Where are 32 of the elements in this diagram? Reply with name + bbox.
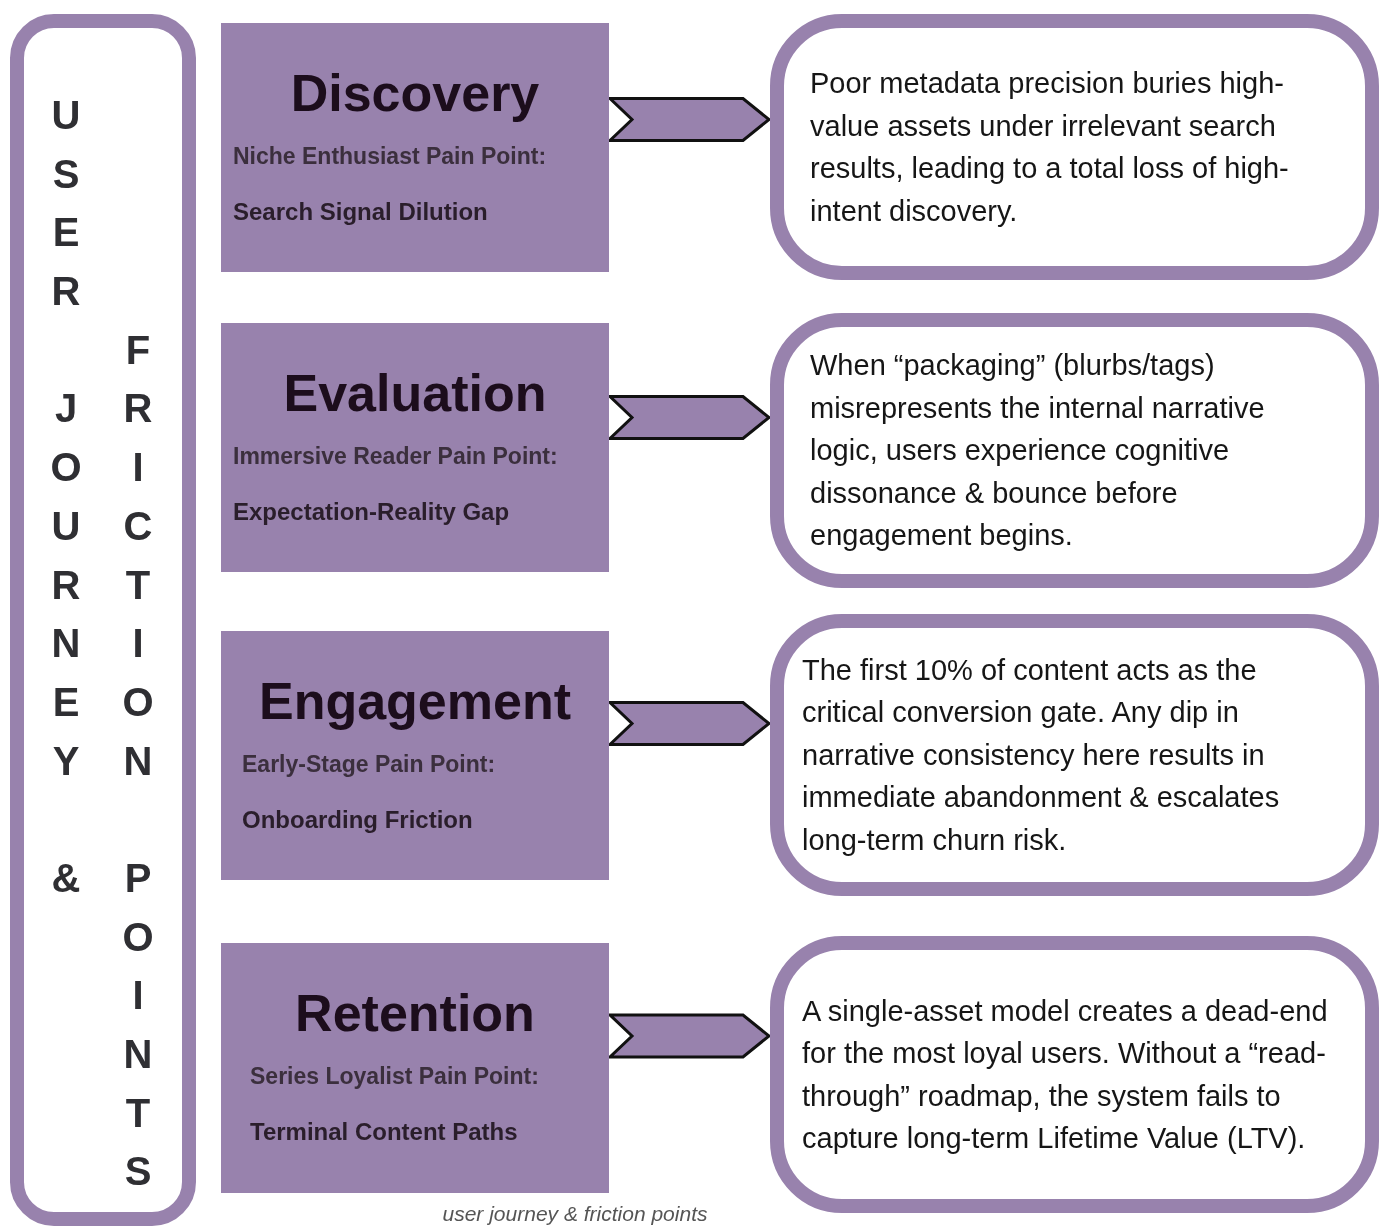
pain-point-label: Niche Enthusiast Pain Point: [233, 142, 548, 171]
description-box [770, 313, 1379, 588]
description-text: The first 10% of content acts as the critical conversion gate. Any dip in narrative consistency here results in immediate abandonment & escalates long-term churn risk. [802, 652, 1281, 858]
vertical-title: FRICTION POINTS [121, 326, 155, 1196]
stage-title: Retention [294, 983, 536, 1043]
vertical-title: USER JOURNEY & [49, 92, 83, 902]
caption: user journey & friction points [441, 1202, 709, 1226]
stage-title: Engagement [257, 671, 573, 731]
pain-point-label: Early-Stage Pain Point: [242, 750, 497, 779]
pain-point-name: Onboarding Friction [242, 805, 474, 835]
chevron-arrow [606, 1013, 772, 1059]
pain-point-name: Expectation-Reality Gap [233, 497, 511, 527]
chevron-arrow [606, 395, 772, 440]
description-box [770, 936, 1379, 1213]
stage-title: Evaluation [282, 363, 548, 423]
stage-title: Discovery [289, 63, 541, 123]
pain-point-name: Search Signal Dilution [233, 197, 489, 227]
description-text: A single-asset model creates a dead-end for the most loyal users. Without a “read-through” roadmap, the system fails to capture long-term Lifetime Value (LTV). [802, 993, 1329, 1156]
description-box [770, 14, 1379, 280]
stage-box [221, 943, 609, 1193]
pain-point-name: Terminal Content Paths [250, 1117, 519, 1147]
description-box [770, 614, 1379, 896]
chevron-arrow [606, 701, 772, 746]
pain-point-label: Series Loyalist Pain Point: [250, 1062, 540, 1091]
chevron-arrow [606, 97, 772, 142]
title-panel [10, 14, 196, 1226]
description-text: When “packaging” (blurbs/tags) misrepresents the internal narrative logic, users experience cognitive dissonance & bounce before engagement begins. [810, 348, 1266, 554]
description-text: Poor metadata precision buries high-value assets under irrelevant search results, leading to a total loss of high-intent discovery. [810, 66, 1290, 229]
pain-point-label: Immersive Reader Pain Point: [233, 442, 559, 471]
stage-box [221, 323, 609, 572]
stage-box [221, 23, 609, 272]
stage-box [221, 631, 609, 880]
